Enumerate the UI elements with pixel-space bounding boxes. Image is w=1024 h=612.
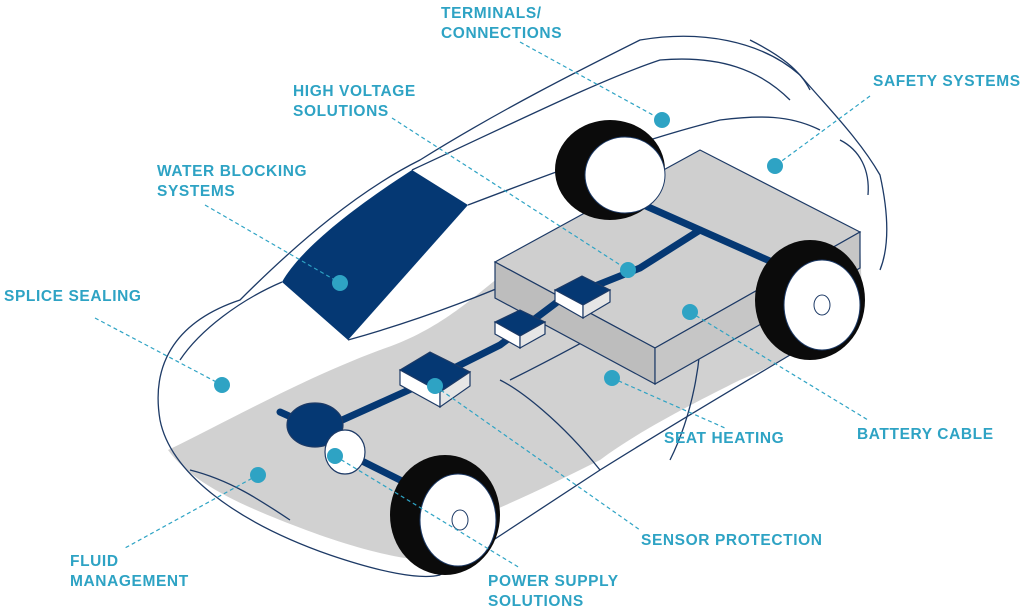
hotspot-terminals[interactable] [654,112,670,128]
wheel-front-right [390,455,500,575]
label-sensor-protection[interactable]: SENSOR PROTECTION [641,532,823,549]
hotspot-sensor[interactable] [427,378,443,394]
label-safety-systems[interactable]: SAFETY SYSTEMS [873,73,1021,90]
hotspot-splice[interactable] [214,377,230,393]
label-power-supply[interactable]: POWER SUPPLY SOLUTIONS [488,573,619,610]
leader-lines [94,41,871,569]
label-high-voltage[interactable]: HIGH VOLTAGE SOLUTIONS [293,83,416,120]
label-battery-cable[interactable]: BATTERY CABLE [857,426,994,443]
hotspot-battery-cable[interactable] [682,304,698,320]
label-terminals-connections[interactable]: TERMINALS/ CONNECTIONS [441,5,563,42]
hotspot-seat-heating[interactable] [604,370,620,386]
wheel-rear-right [755,240,865,360]
hotspot-safety[interactable] [767,158,783,174]
windshield [282,170,468,340]
hotspot-high-voltage[interactable] [620,262,636,278]
wheels [390,120,865,575]
hotspots [214,112,783,483]
label-water-blocking[interactable]: WATER BLOCKING SYSTEMS [157,163,308,200]
label-splice-sealing[interactable]: SPLICE SEALING [4,288,142,305]
hotspot-water-blocking[interactable] [332,275,348,291]
label-seat-heating[interactable]: SEAT HEATING [664,430,785,447]
hotspot-power-supply[interactable] [327,448,343,464]
label-fluid-management[interactable]: FLUID MANAGEMENT [70,553,189,590]
hotspot-fluid[interactable] [250,467,266,483]
wheel-rear-left [555,120,666,220]
